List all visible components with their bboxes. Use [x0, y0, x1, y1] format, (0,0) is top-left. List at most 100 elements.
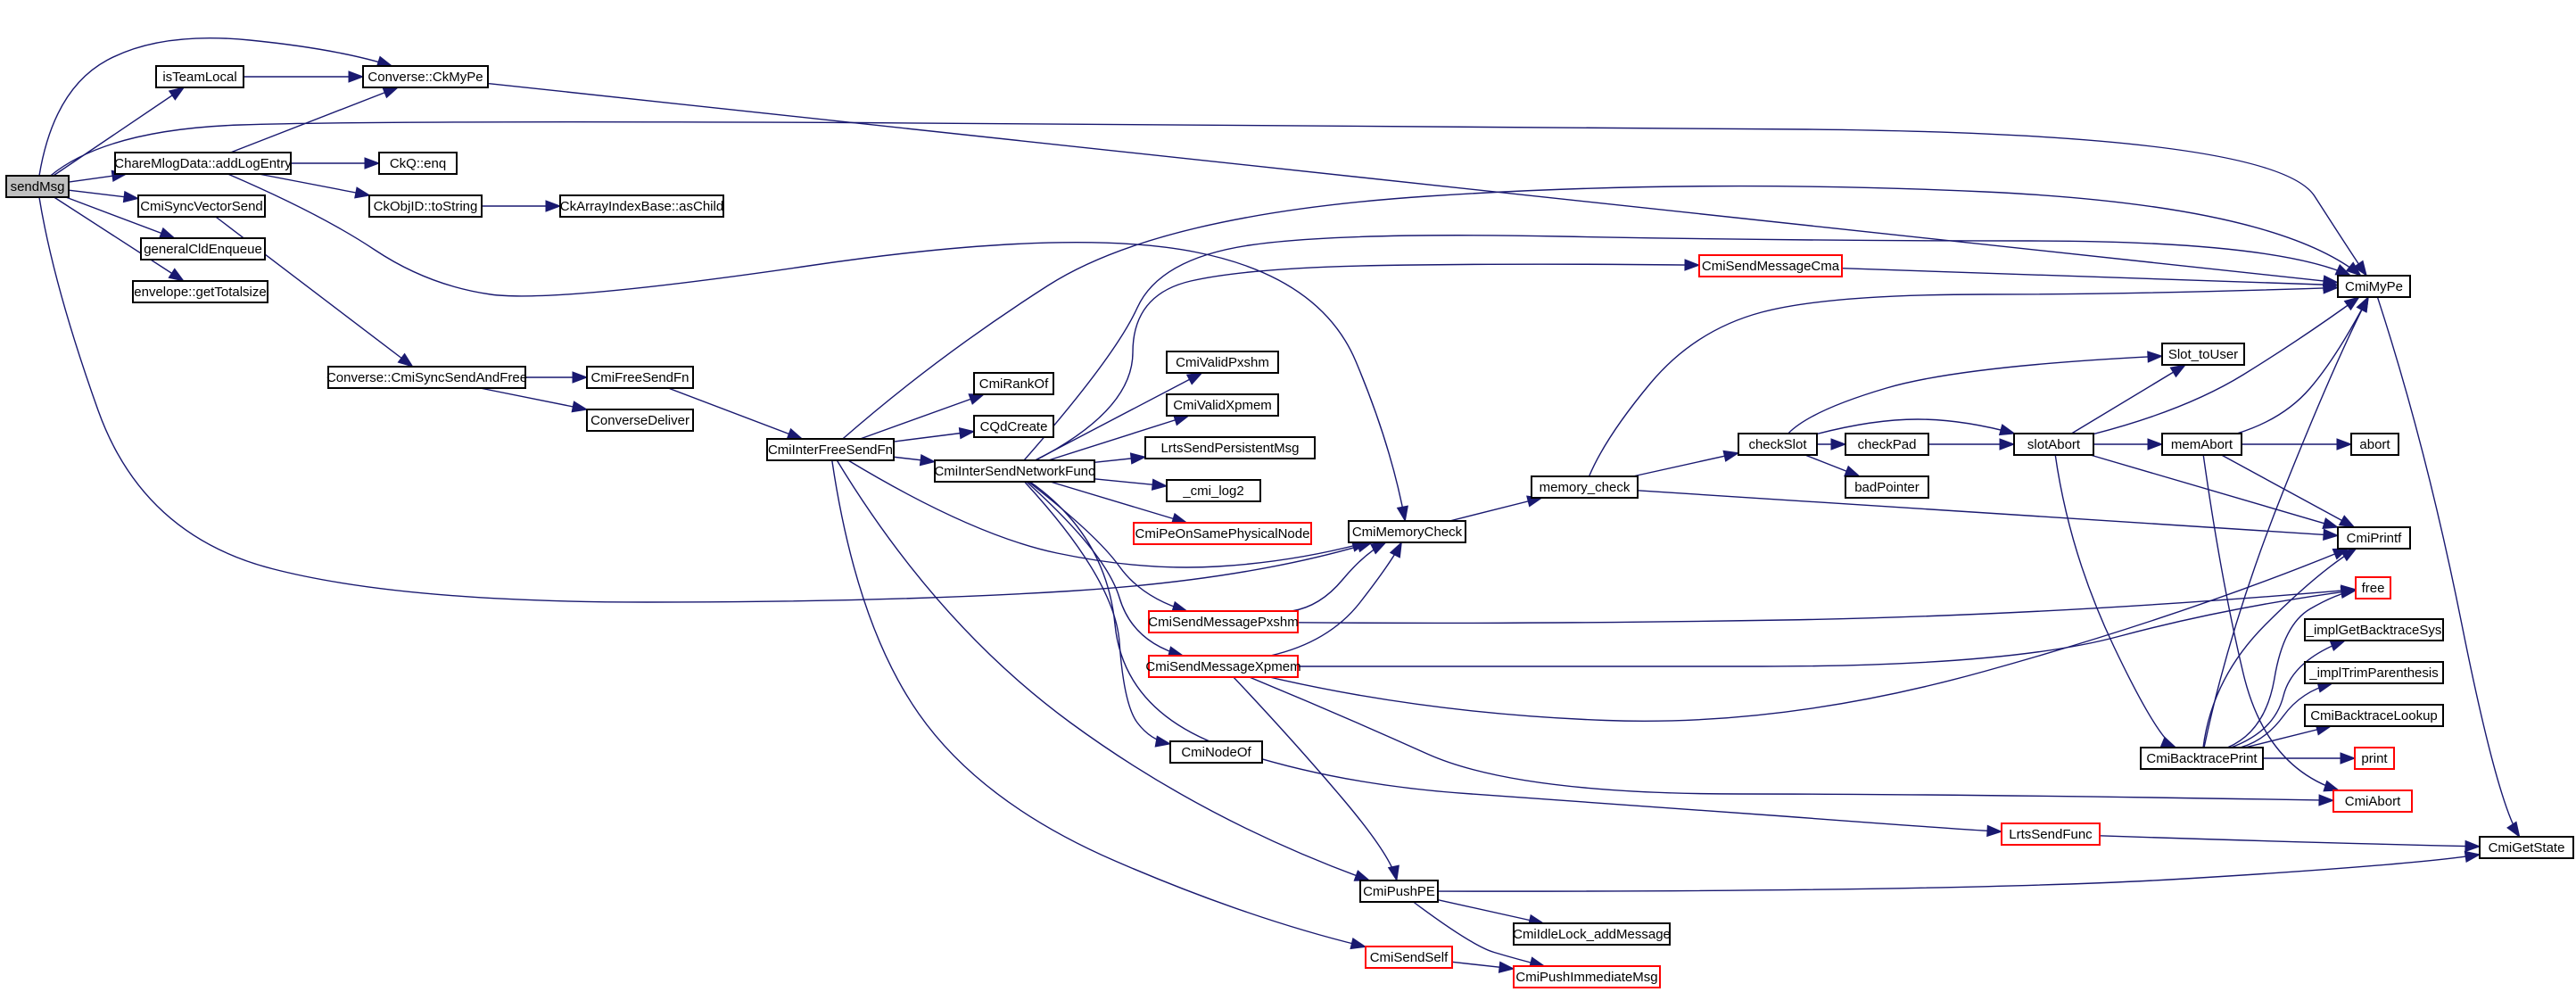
node-box[interactable] [2304, 618, 2444, 641]
node-isTeamLocal[interactable]: isTeamLocal [155, 65, 244, 88]
node-badPointer[interactable]: badPointer [1845, 475, 1929, 499]
node-CmiSendMessageCma[interactable]: CmiSendMessageCma [1698, 254, 1843, 277]
node-box[interactable] [1133, 522, 1312, 545]
node-box[interactable] [2350, 433, 2399, 456]
node-CmiSyncSendAndFree[interactable]: Converse::CmiSyncSendAndFree [326, 366, 527, 389]
node-CmiMemoryCheck[interactable]: CmiMemoryCheck [1348, 520, 1466, 543]
node-box[interactable] [368, 194, 483, 218]
node-box[interactable] [2479, 836, 2574, 859]
node-implTrimParenthesis[interactable]: _implTrimParenthesis [2304, 661, 2444, 684]
node-box[interactable] [2337, 526, 2411, 550]
node-asChild[interactable]: CkArrayIndexBase::asChild [559, 194, 724, 218]
node-implGetBacktraceSys[interactable]: _implGetBacktraceSys [2304, 618, 2444, 641]
node-abort[interactable]: abort [2350, 433, 2399, 456]
node-sendMsg[interactable]: sendMsg [5, 175, 70, 198]
node-box[interactable] [327, 366, 526, 389]
node-box[interactable] [2161, 433, 2242, 456]
node-slotAbort[interactable]: slotAbort [2013, 433, 2094, 456]
node-box[interactable] [1738, 433, 1818, 456]
node-print[interactable]: print [2354, 747, 2395, 770]
node-box[interactable] [2304, 661, 2444, 684]
node-box[interactable] [1166, 393, 1279, 417]
node-CkQenq[interactable]: CkQ::enq [378, 152, 458, 175]
node-CmiPushImmediateMsg[interactable]: CmiPushImmediateMsg [1513, 965, 1661, 988]
node-CmiPushPE[interactable]: CmiPushPE [1359, 880, 1439, 903]
node-CmiRankOf[interactable]: CmiRankOf [973, 372, 1054, 395]
node-box[interactable] [934, 459, 1095, 483]
node-free[interactable]: free [2355, 576, 2391, 599]
node-CmiInterSendNetworkFunc[interactable]: CmiInterSendNetworkFunc [934, 459, 1095, 483]
node-box[interactable] [1513, 965, 1661, 988]
node-box[interactable] [1698, 254, 1843, 277]
node-box[interactable] [378, 152, 458, 175]
node-box[interactable] [1365, 946, 1453, 969]
node-box[interactable] [132, 280, 268, 303]
node-box[interactable] [1513, 922, 1671, 946]
node-checkPad[interactable]: checkPad [1845, 433, 1929, 456]
node-box[interactable] [1359, 880, 1439, 903]
node-box[interactable] [1845, 475, 1929, 499]
node-memAbort[interactable]: memAbort [2161, 433, 2242, 456]
node-CQdCreate[interactable]: CQdCreate [973, 415, 1054, 438]
node-CmiValidPxshm[interactable]: CmiValidPxshm [1166, 351, 1279, 374]
node-cmi_log2[interactable]: _cmi_log2 [1166, 479, 1261, 502]
node-box[interactable] [973, 415, 1054, 438]
node-CmiSyncVectorSend[interactable]: CmiSyncVectorSend [137, 194, 266, 218]
node-box[interactable] [973, 372, 1054, 395]
node-LrtsSendPersistentMsg[interactable]: LrtsSendPersistentMsg [1144, 436, 1316, 459]
node-box[interactable] [5, 175, 70, 198]
node-box[interactable] [1348, 520, 1466, 543]
node-CmiInterFreeSendFn[interactable]: CmiInterFreeSendFn [766, 438, 895, 461]
node-box[interactable] [1148, 655, 1299, 678]
node-box[interactable] [1845, 433, 1929, 456]
node-box[interactable] [114, 152, 292, 175]
node-getTotalsize[interactable]: envelope::getTotalsize [132, 280, 268, 303]
node-box[interactable] [1148, 610, 1299, 633]
node-checkSlot[interactable]: checkSlot [1738, 433, 1818, 456]
node-CmiIdleLock_addMessage[interactable]: CmiIdleLock_addMessage [1513, 922, 1671, 946]
node-box[interactable] [1166, 479, 1261, 502]
node-box[interactable] [2354, 747, 2395, 770]
node-Slot_toUser[interactable]: Slot_toUser [2161, 343, 2245, 366]
node-box[interactable] [1144, 436, 1316, 459]
node-box[interactable] [155, 65, 244, 88]
node-CmiBacktraceLookup[interactable]: CmiBacktraceLookup [2304, 704, 2444, 727]
node-box[interactable] [2161, 343, 2245, 366]
node-box[interactable] [2332, 789, 2413, 813]
node-box[interactable] [362, 65, 489, 88]
node-memory_check[interactable]: memory_check [1531, 475, 1639, 499]
node-LrtsSendFunc[interactable]: LrtsSendFunc [2001, 823, 2101, 846]
node-box[interactable] [2304, 704, 2444, 727]
node-box[interactable] [586, 409, 694, 432]
node-CmiValidXpmem[interactable]: CmiValidXpmem [1166, 393, 1279, 417]
node-CmiSendMessageXpmem[interactable]: CmiSendMessageXpmem [1145, 655, 1301, 678]
node-box[interactable] [137, 194, 266, 218]
node-CmiBacktracePrint[interactable]: CmiBacktracePrint [2140, 747, 2264, 770]
node-box[interactable] [1166, 351, 1279, 374]
node-ConverseDeliver[interactable]: ConverseDeliver [586, 409, 694, 432]
node-generalCldEnqueue[interactable]: generalCldEnqueue [140, 237, 266, 260]
node-CmiGetState[interactable]: CmiGetState [2479, 836, 2574, 859]
node-CmiMyPe[interactable]: CmiMyPe [2337, 275, 2411, 298]
node-box[interactable] [766, 438, 895, 461]
node-CkObjIDtoString[interactable]: CkObjID::toString [368, 194, 483, 218]
node-box[interactable] [586, 366, 694, 389]
node-box[interactable] [2140, 747, 2264, 770]
node-box[interactable] [1169, 740, 1263, 764]
node-CmiFreeSendFn[interactable]: CmiFreeSendFn [586, 366, 694, 389]
node-CmiSendMessagePxshm[interactable]: CmiSendMessagePxshm [1148, 610, 1299, 633]
node-CmiAbort[interactable]: CmiAbort [2332, 789, 2413, 813]
node-CmiSendSelf[interactable]: CmiSendSelf [1365, 946, 1453, 969]
node-box[interactable] [559, 194, 724, 218]
node-box[interactable] [2013, 433, 2094, 456]
node-box[interactable] [2337, 275, 2411, 298]
node-CmiNodeOf[interactable]: CmiNodeOf [1169, 740, 1263, 764]
node-addLogEntry[interactable]: ChareMlogData::addLogEntry [114, 152, 292, 175]
node-CmiPeOnSamePhysicalNode[interactable]: CmiPeOnSamePhysicalNode [1133, 522, 1312, 545]
node-box[interactable] [1531, 475, 1639, 499]
node-box[interactable] [2355, 576, 2391, 599]
node-box[interactable] [140, 237, 266, 260]
node-box[interactable] [2001, 823, 2101, 846]
node-ConverseCkMyPe[interactable]: Converse::CkMyPe [362, 65, 489, 88]
node-CmiPrintf[interactable]: CmiPrintf [2337, 526, 2411, 550]
